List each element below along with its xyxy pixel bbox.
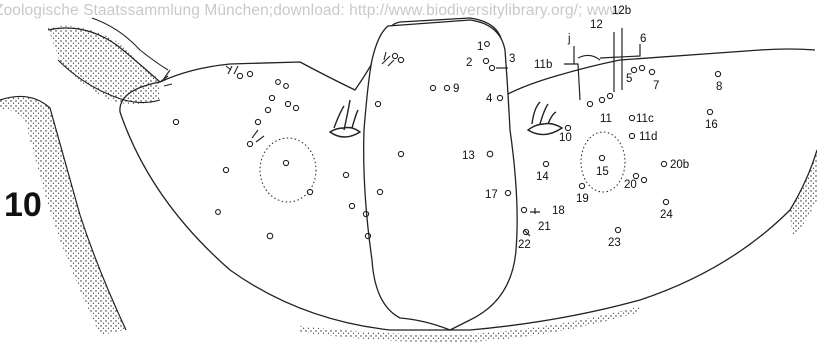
label-24: 24 bbox=[660, 209, 673, 221]
label-1: 1 bbox=[477, 41, 483, 53]
label-6: 6 bbox=[640, 33, 646, 45]
tuft-4 bbox=[252, 130, 264, 142]
right-stippled-edge bbox=[790, 150, 817, 238]
label-5: 5 bbox=[626, 73, 632, 85]
label-18: 18 bbox=[552, 205, 565, 217]
label-15: 15 bbox=[596, 166, 609, 178]
label-2: 2 bbox=[466, 57, 472, 69]
label-11: 11 bbox=[600, 113, 612, 125]
right-leg-base bbox=[528, 102, 562, 135]
label-j: j bbox=[567, 33, 571, 45]
label-13: 13 bbox=[462, 150, 475, 162]
leader-6 bbox=[600, 44, 640, 58]
label-16: 16 bbox=[705, 119, 718, 131]
label-7: 7 bbox=[653, 80, 659, 92]
label-3: 3 bbox=[509, 53, 515, 65]
tuft-2 bbox=[226, 66, 238, 74]
label-10: 10 bbox=[559, 132, 572, 144]
right-dotted-oval bbox=[581, 132, 625, 192]
label-11c: 11c bbox=[636, 113, 654, 125]
label-20: 20 bbox=[624, 179, 637, 191]
leader-21 bbox=[524, 230, 530, 236]
label-9: 9 bbox=[453, 83, 459, 95]
left-stippled-edge bbox=[0, 96, 126, 335]
label-17: 17 bbox=[485, 189, 498, 201]
leader-j-arrow bbox=[578, 55, 600, 60]
label-20b: 20b bbox=[670, 159, 689, 171]
label-21: 21 bbox=[538, 221, 551, 233]
label-8: 8 bbox=[716, 81, 722, 93]
label-4: 4 bbox=[486, 93, 493, 105]
label-11d: 11d bbox=[639, 131, 657, 143]
label-14: 14 bbox=[536, 171, 549, 183]
label-22: 22 bbox=[518, 239, 531, 251]
label-12b: 12b bbox=[612, 5, 631, 17]
leader-18 bbox=[530, 208, 540, 214]
left-leg-base bbox=[330, 100, 360, 137]
label-19: 19 bbox=[576, 193, 589, 205]
label-11b: 11b bbox=[534, 59, 552, 71]
label-12: 12 bbox=[590, 19, 603, 31]
label-23: 23 bbox=[608, 237, 621, 249]
